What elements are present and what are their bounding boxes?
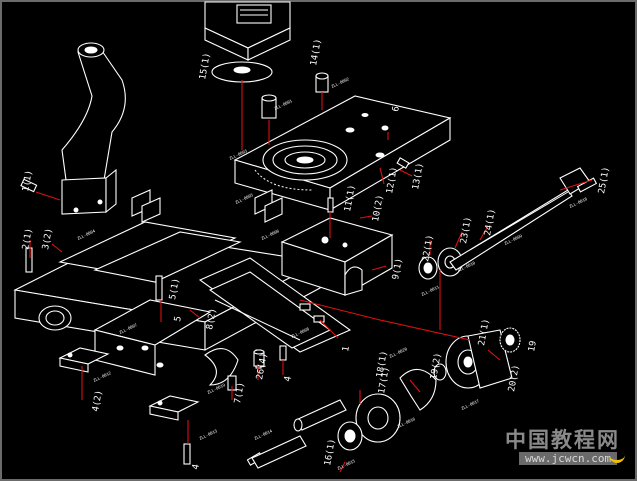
svg-text:ZLL-0006: ZLL-0006 [260, 228, 280, 241]
top-column-block [204, 1, 291, 83]
callout-4: 4 [283, 375, 294, 382]
watermark: 中国教程网 www.jcwcn.com [505, 424, 633, 472]
svg-text:ZLL-0017: ZLL-0017 [460, 398, 480, 411]
svg-text:ZLL-0011: ZLL-0011 [420, 284, 440, 297]
svg-text:ZLL-0015: ZLL-0015 [336, 458, 356, 471]
callout-23: 23(1) [459, 216, 474, 244]
svg-text:ZLL-0014: ZLL-0014 [253, 428, 273, 441]
callout-5: 5(1) [168, 277, 182, 300]
callout-15: 15(1) [198, 52, 213, 80]
callout-16: 16(1) [323, 438, 338, 466]
carriage-block [280, 217, 394, 296]
svg-text:ZLL-0002: ZLL-0002 [330, 76, 350, 89]
upper-slide-plate [233, 95, 452, 211]
callout-12: 12(1) [385, 166, 400, 194]
svg-text:ZLL-0004: ZLL-0004 [76, 228, 96, 241]
svg-text:ZLL-0013: ZLL-0013 [198, 428, 218, 441]
callout-4-2: 4(2) [91, 389, 105, 412]
callout-17: 17(1) [377, 366, 392, 394]
watermark-url: www.jcwcn.com [519, 452, 618, 465]
svg-text:ZLL-0020: ZLL-0020 [388, 346, 408, 359]
callout-3: 3(2) [41, 227, 55, 250]
base-clamps [58, 347, 200, 421]
callout-11: 11(1) [343, 184, 358, 212]
smile-icon [609, 450, 625, 463]
callout-6: 6 [391, 105, 402, 112]
callout-5b: 5 [173, 315, 184, 322]
callout-9: 9(1) [391, 257, 405, 280]
callout-21: 21(1) [477, 318, 492, 346]
svg-text:ZLL-0018: ZLL-0018 [568, 196, 588, 209]
small-brackets [131, 189, 283, 223]
coupling-parts [251, 393, 401, 469]
small-pins [227, 303, 325, 391]
callout-7: 7(1) [233, 381, 247, 404]
small-bushings [261, 72, 329, 119]
callout-13: 13(1) [411, 162, 426, 190]
callout-22: 22(1) [421, 234, 436, 262]
callout-8: 8(2) [205, 307, 219, 330]
callout-14: 14(1) [309, 38, 324, 66]
callout-19b: 19 [527, 340, 539, 352]
callout-labels: 15(1) 14(1) 1(1) 2(1) 3(2) 6 11(1) 12(1)… [21, 38, 612, 470]
callout-18: 18(1) [375, 350, 390, 378]
svg-text:ZLL-0012: ZLL-0012 [92, 370, 112, 383]
svg-text:ZLL-0005: ZLL-0005 [234, 192, 254, 205]
curved-arm [61, 42, 126, 215]
callout-1b: 1 [341, 345, 352, 352]
callout-19: 19(2) [429, 352, 444, 380]
callout-4c: 4 [191, 463, 202, 470]
callout-24: 24(1) [483, 208, 498, 236]
callout-20: 20(2) [507, 364, 522, 392]
base-rail [198, 257, 352, 353]
callout-10: 10(2) [371, 194, 386, 222]
gear-assembly [399, 327, 521, 411]
watermark-chinese: 中国教程网 [505, 428, 620, 452]
callout-1: 1(1) [21, 169, 35, 192]
callout-25: 25(1) [597, 166, 612, 194]
callout-26: 26(4) [255, 352, 270, 380]
callout-2: 2(1) [21, 227, 35, 250]
leader-lines [29, 80, 593, 473]
